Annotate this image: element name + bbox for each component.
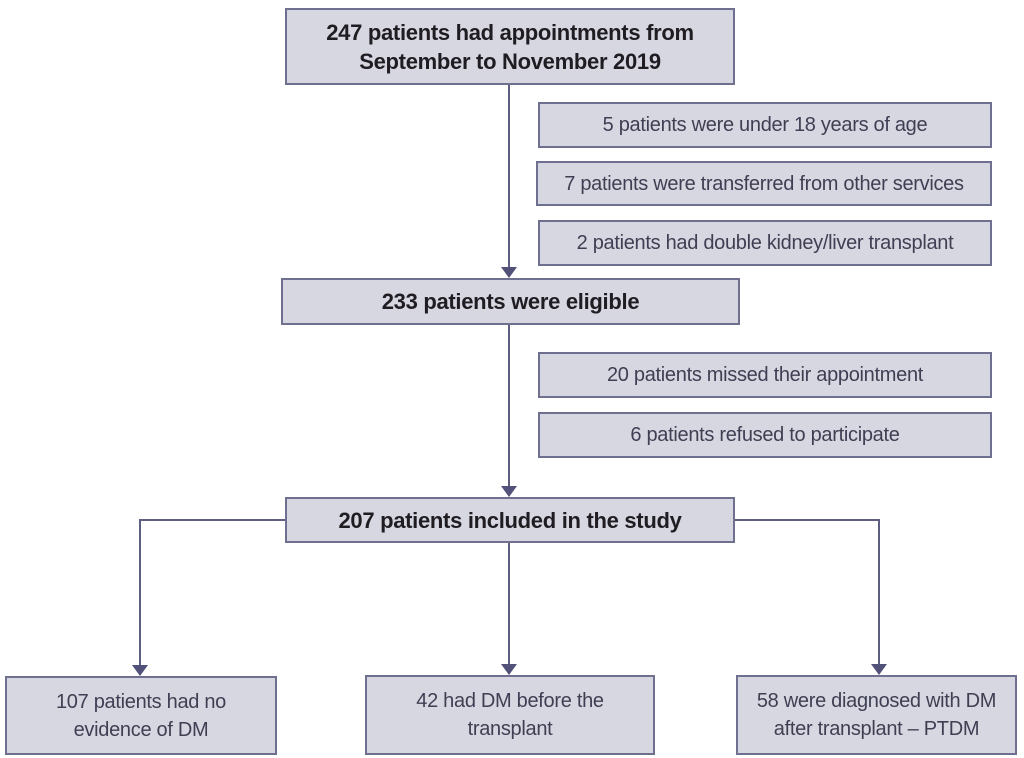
connector-appointments-to-eligible: [508, 85, 510, 268]
connector-branch-middle-vertical: [508, 543, 510, 665]
exclusion-under-18-label: 5 patients were under 18 years of age: [602, 114, 928, 136]
box-exclusion-double-transplant: 2 patients had double kidney/liver trans…: [538, 220, 992, 266]
outcome-ptdm-label: 58 were diagnosed with DM after transpla…: [756, 690, 997, 740]
box-appointments-label: 247 patients had appointments from Septe…: [326, 19, 694, 74]
box-appointments-247: 247 patients had appointments from Septe…: [285, 8, 735, 85]
box-outcome-no-dm: 107 patients had no evidence of DM: [5, 676, 277, 755]
box-exclusion-refused: 6 patients refused to participate: [538, 412, 992, 458]
exclusion-double-transplant-label: 2 patients had double kidney/liver trans…: [576, 232, 954, 254]
box-included-207: 207 patients included in the study: [285, 497, 735, 543]
outcome-dm-before-transplant-label: 42 had DM before the transplant: [416, 690, 604, 740]
connector-branch-left-horizontal: [139, 519, 285, 521]
arrowhead-down-eligible-icon: [501, 267, 517, 278]
exclusion-refused-label: 6 patients refused to participate: [630, 424, 900, 446]
arrowhead-down-included-icon: [501, 486, 517, 497]
connector-branch-left-vertical: [139, 519, 141, 666]
box-exclusion-under-18: 5 patients were under 18 years of age: [538, 102, 992, 148]
connector-branch-right-horizontal: [735, 519, 880, 521]
box-included-label: 207 patients included in the study: [338, 507, 682, 533]
exclusion-transferred-label: 7 patients were transferred from other s…: [564, 172, 964, 195]
arrowhead-down-outcome-middle-icon: [501, 664, 517, 675]
arrowhead-down-outcome-left-icon: [132, 665, 148, 676]
box-eligible-label: 233 patients were eligible: [381, 289, 640, 314]
box-outcome-dm-before-transplant: 42 had DM before the transplant: [365, 675, 655, 755]
connector-branch-right-vertical: [878, 519, 880, 666]
box-eligible-233: 233 patients were eligible: [281, 278, 740, 325]
box-exclusion-missed-appointment: 20 patients missed their appointment: [538, 352, 992, 398]
connector-eligible-to-included: [508, 325, 510, 487]
box-outcome-ptdm: 58 were diagnosed with DM after transpla…: [736, 675, 1017, 755]
box-exclusion-transferred: 7 patients were transferred from other s…: [536, 161, 992, 206]
arrowhead-down-outcome-right-icon: [871, 664, 887, 675]
exclusion-missed-appointment-label: 20 patients missed their appointment: [606, 364, 924, 386]
outcome-no-dm-label: 107 patients had no evidence of DM: [55, 690, 226, 741]
